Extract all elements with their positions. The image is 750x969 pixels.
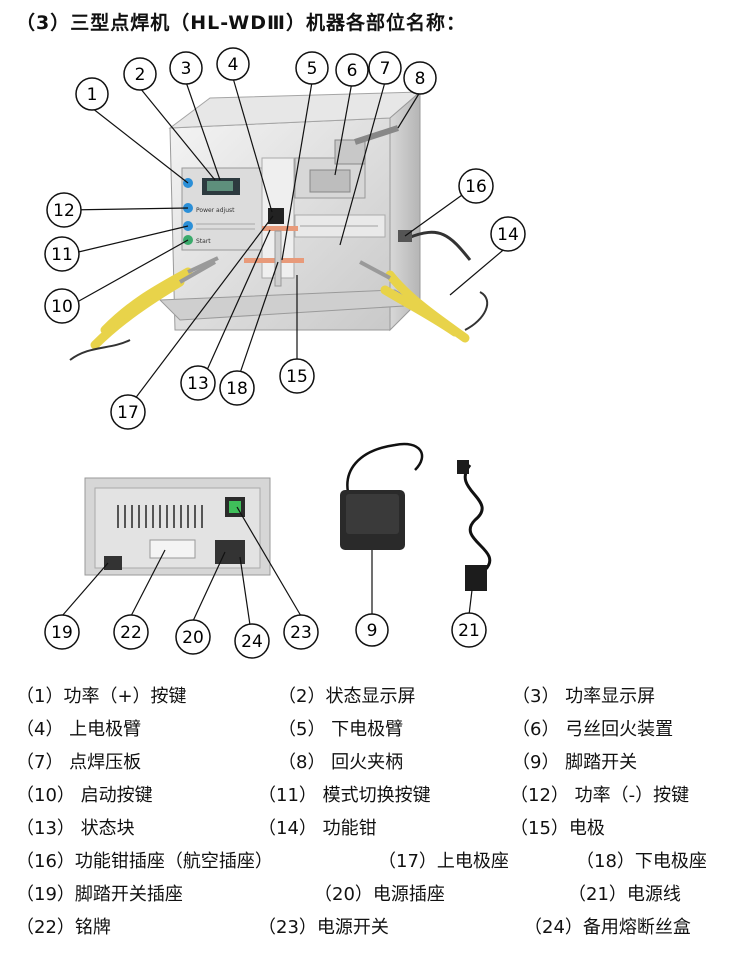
legend-row: （13） 状态块 （14） 功能钳 （15）电极 [16,814,746,842]
svg-text:24: 24 [241,632,263,652]
callout-24: 24 [234,623,270,659]
legend-item-1: （1）功率（+）按键 [16,686,187,707]
legend-item-15: （15）电极 [510,818,605,839]
foot-switch [340,442,424,550]
legend-item-17: （17）上电极座 [378,851,509,872]
callout-5: 5 [295,51,329,85]
callout-3: 3 [169,51,203,85]
spot-welder-back [84,477,271,576]
legend-item-6: （6） 弓丝回火装置 [512,719,674,740]
svg-text:22: 22 [120,623,142,643]
legend-row: （22）铭牌 （23）电源开关 （24）备用熔断丝盒 [16,913,746,941]
svg-text:8: 8 [415,69,426,89]
svg-text:16: 16 [465,177,487,197]
callout-11: 11 [44,236,80,272]
legend-item-19: （19）脚踏开关插座 [16,884,183,905]
legend-item-20: （20）电源插座 [314,884,445,905]
legend-item-12: （12） 功率（-）按键 [510,785,690,806]
svg-text:19: 19 [51,623,73,643]
callout-21: 21 [451,612,487,648]
callout-7: 7 [368,51,402,85]
legend-row: （7） 点焊压板 （8） 回火夹柄 （9） 脚踏开关 [16,748,746,776]
callout-14: 14 [490,216,526,252]
svg-text:5: 5 [307,59,318,79]
svg-text:13: 13 [187,374,209,394]
legend-item-9: （9） 脚踏开关 [512,752,638,773]
legend-item-2: （2）状态显示屏 [278,686,416,707]
machine-illustration: Power adjust Start [44,47,526,659]
legend-row: （1）功率（+）按键 （2）状态显示屏 （3） 功率显示屏 [16,682,746,710]
callout-4: 4 [216,47,250,81]
callout-8: 8 [403,61,437,95]
legend-item-22: （22）铭牌 [16,917,111,938]
callout-6: 6 [335,53,369,87]
svg-text:21: 21 [458,621,480,641]
callout-23: 23 [283,614,319,650]
callout-markers: 1 2 3 4 5 6 7 8 9 10 11 12 13 14 15 16 1… [44,47,526,659]
svg-text:23: 23 [290,623,312,643]
legend-item-3: （3） 功率显示屏 [512,686,656,707]
footswitch-socket [104,556,122,570]
legend-row: （16）功能钳插座（航空插座） （17）上电极座 （18）下电极座 [16,847,746,875]
svg-text:11: 11 [51,245,73,265]
legend-item-24: （24）备用熔断丝盒 [524,917,691,938]
svg-text:4: 4 [228,55,239,75]
page-title: （3）三型点焊机（HL-WDⅢ）机器各部位名称： [16,12,466,34]
svg-text:20: 20 [182,628,204,648]
leader-lines [61,77,509,626]
legend-item-10: （10） 启动按键 [16,785,153,806]
start-label: Start [196,238,211,245]
svg-text:17: 17 [117,403,139,423]
svg-text:1: 1 [87,85,98,105]
nameplate [149,539,196,559]
callout-1: 1 [75,77,109,111]
legend-item-4: （4） 上电极臂 [16,719,142,740]
legend-item-11: （11） 模式切换按键 [258,785,431,806]
svg-text:3: 3 [181,59,192,79]
callout-22: 22 [113,614,149,650]
callout-9: 9 [355,613,389,647]
callout-17: 17 [110,394,146,430]
legend-item-5: （5） 下电极臂 [278,719,404,740]
callout-13: 13 [180,365,216,401]
legend-item-21: （21）电源线 [568,884,681,905]
status-block [268,208,284,224]
legend-item-8: （8） 回火夹柄 [278,752,404,773]
legend-row: （4） 上电极臂 （5） 下电极臂 （6） 弓丝回火装置 [16,715,746,743]
spot-welder-front: Power adjust Start [69,90,489,361]
svg-text:6: 6 [347,61,358,81]
legend-item-13: （13） 状态块 [16,818,135,839]
power-cord [457,460,492,591]
svg-text:7: 7 [380,59,391,79]
svg-text:18: 18 [226,379,248,399]
callout-16: 16 [458,168,494,204]
svg-text:2: 2 [135,65,146,85]
callout-12: 12 [46,192,82,228]
callout-18: 18 [219,370,255,406]
legend-item-18: （18）下电极座 [576,851,707,872]
power-adjust-label: Power adjust [196,207,235,214]
legend-row: （19）脚踏开关插座 （20）电源插座 （21）电源线 [16,880,746,908]
svg-text:15: 15 [286,367,308,387]
legend-item-16: （16）功能钳插座（航空插座） [16,851,273,872]
legend-item-23: （23）电源开关 [258,917,389,938]
svg-text:14: 14 [497,225,519,245]
callout-20: 20 [175,619,211,655]
legend-row: （10） 启动按键 （11） 模式切换按键 （12） 功率（-）按键 [16,781,746,809]
svg-text:12: 12 [53,201,75,221]
callout-2: 2 [123,57,157,91]
legend-item-7: （7） 点焊压板 [16,752,142,773]
svg-text:10: 10 [51,297,73,317]
machine-figure: Power adjust Start [44,47,526,659]
callout-19: 19 [44,614,80,650]
callout-15: 15 [279,358,315,394]
svg-text:9: 9 [367,621,378,641]
callout-10: 10 [44,288,80,324]
legend-item-14: （14） 功能钳 [258,818,377,839]
